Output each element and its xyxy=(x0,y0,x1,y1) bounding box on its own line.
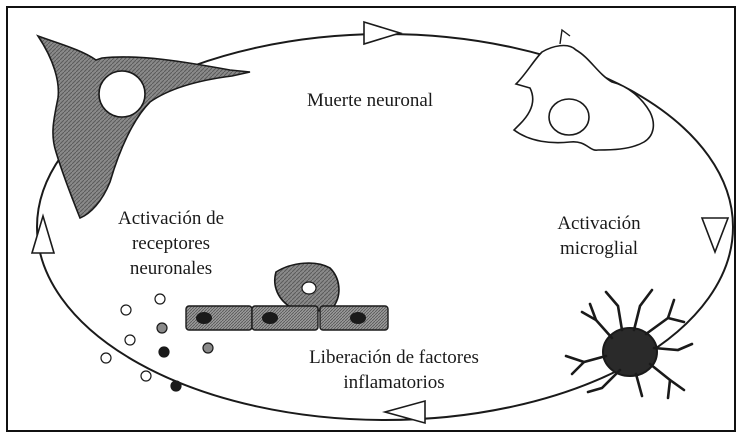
arrow-top xyxy=(363,20,403,46)
cycle-arrow-icon xyxy=(30,20,730,425)
label-activacion-line1: Activación xyxy=(557,213,641,234)
resting-microglia-icon xyxy=(512,28,655,151)
arrow-left xyxy=(30,213,56,254)
label-receptores-line1: Activación de xyxy=(117,208,225,229)
label-liberacion-line2: inflamatorios xyxy=(343,372,445,393)
label-liberacion-factores: Liberación de factores inflamatorios xyxy=(268,345,520,395)
arrow-bottom xyxy=(381,399,426,425)
label-liberacion-line1: Liberación de factores xyxy=(309,347,479,368)
label-receptores-line2: receptores xyxy=(131,233,211,254)
label-microglial-line2: microglial xyxy=(559,238,639,259)
cell-cluster-icon xyxy=(185,262,389,331)
label-receptores-line3: neuronales xyxy=(129,258,213,279)
label-activacion-microglial: Activación microglial xyxy=(524,211,674,261)
activated-microglia-icon xyxy=(564,288,694,400)
arrow-right xyxy=(700,217,730,255)
label-activacion-receptores: Activación de receptores neuronales xyxy=(86,206,256,281)
label-muerte-text: Muerte neuronal xyxy=(306,90,434,111)
neuron-icon xyxy=(35,34,251,220)
label-muerte-neuronal: Muerte neuronal xyxy=(270,88,470,113)
inflammatory-particles-icon xyxy=(100,293,214,392)
diagram-border xyxy=(6,6,736,432)
